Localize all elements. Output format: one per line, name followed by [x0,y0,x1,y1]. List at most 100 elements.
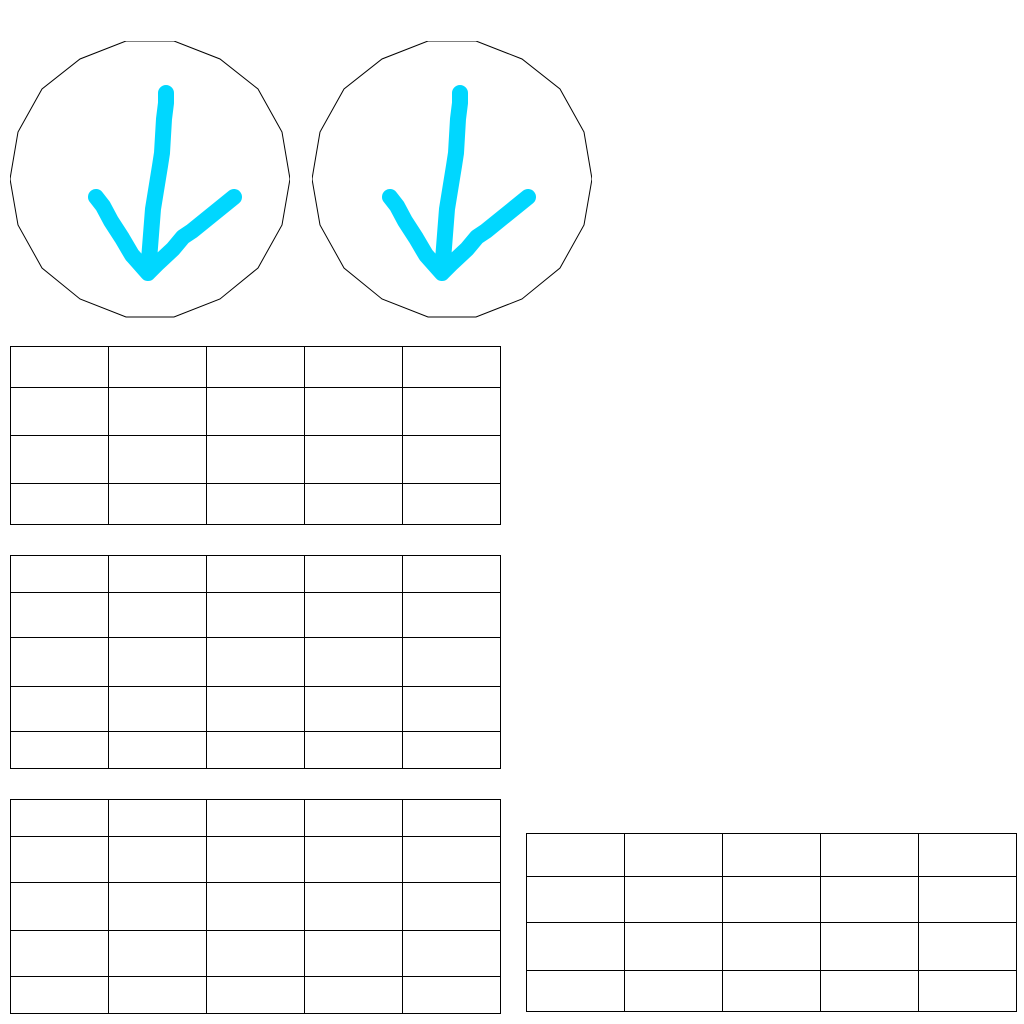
table-cell[interactable] [206,799,305,837]
table-cell[interactable] [206,387,305,436]
table-cell[interactable] [304,930,403,977]
table-cell[interactable] [402,799,501,837]
table-cell[interactable] [304,592,403,638]
table-cell[interactable] [10,836,109,883]
table-cell[interactable] [108,435,207,484]
arrow-badge-2[interactable] [312,41,592,318]
table-cell[interactable] [108,731,207,769]
table-cell[interactable] [10,731,109,769]
table-cell[interactable] [206,976,305,1014]
table-cell[interactable] [402,387,501,436]
table-cell[interactable] [918,833,1017,877]
table-cell[interactable] [304,731,403,769]
table-cell[interactable] [402,882,501,931]
table-cell[interactable] [10,592,109,638]
table-cell[interactable] [108,483,207,525]
table-cell[interactable] [722,970,821,1012]
table-cell[interactable] [108,387,207,436]
table-cell[interactable] [624,922,723,971]
table-cell[interactable] [402,346,501,388]
arrow-down-icon [10,41,290,318]
table-cell[interactable] [526,922,625,971]
table-cell[interactable] [402,731,501,769]
table-cell[interactable] [624,876,723,923]
empty-table-3 [10,799,501,1014]
table-cell[interactable] [526,970,625,1012]
table-cell[interactable] [206,637,305,687]
table-cell[interactable] [10,882,109,931]
table-cell[interactable] [304,976,403,1014]
table-cell[interactable] [206,483,305,525]
empty-table-2 [10,555,501,769]
table-cell[interactable] [820,833,919,877]
table-cell[interactable] [206,686,305,732]
table-cell[interactable] [108,346,207,388]
table-cell[interactable] [10,930,109,977]
table-cell[interactable] [206,930,305,977]
table-cell[interactable] [10,686,109,732]
table-cell[interactable] [304,836,403,883]
table-cell[interactable] [624,970,723,1012]
table-cell[interactable] [918,970,1017,1012]
table-cell[interactable] [304,555,403,593]
table-cell[interactable] [10,555,109,593]
table-cell[interactable] [402,836,501,883]
table-cell[interactable] [526,833,625,877]
table-cell[interactable] [624,833,723,877]
table-cell[interactable] [10,435,109,484]
table-cell[interactable] [206,731,305,769]
table-cell[interactable] [10,483,109,525]
empty-table-4 [526,833,1017,1012]
table-cell[interactable] [402,435,501,484]
table-cell[interactable] [108,686,207,732]
table-cell[interactable] [206,836,305,883]
table-cell[interactable] [108,836,207,883]
table-cell[interactable] [304,882,403,931]
table-cell[interactable] [10,346,109,388]
table-cell[interactable] [722,833,821,877]
table-cell[interactable] [402,555,501,593]
table-cell[interactable] [206,435,305,484]
table-cell[interactable] [10,637,109,687]
table-cell[interactable] [402,592,501,638]
table-cell[interactable] [108,555,207,593]
table-cell[interactable] [108,930,207,977]
table-cell[interactable] [206,346,305,388]
table-row [10,435,501,484]
table-row [10,555,501,593]
table-cell[interactable] [108,592,207,638]
table-cell[interactable] [108,637,207,687]
table-cell[interactable] [402,686,501,732]
table-cell[interactable] [304,435,403,484]
table-cell[interactable] [402,930,501,977]
table-cell[interactable] [304,686,403,732]
table-cell[interactable] [722,922,821,971]
table-cell[interactable] [206,592,305,638]
table-cell[interactable] [918,876,1017,923]
table-cell[interactable] [304,483,403,525]
table-row [10,836,501,883]
table-cell[interactable] [526,876,625,923]
table-cell[interactable] [10,387,109,436]
table-cell[interactable] [918,922,1017,971]
table-cell[interactable] [722,876,821,923]
table-cell[interactable] [10,799,109,837]
table-cell[interactable] [206,555,305,593]
table-cell[interactable] [402,483,501,525]
table-cell[interactable] [820,876,919,923]
table-cell[interactable] [820,970,919,1012]
table-cell[interactable] [108,799,207,837]
table-cell[interactable] [820,922,919,971]
table-row [10,882,501,931]
table-cell[interactable] [108,882,207,931]
table-cell[interactable] [10,976,109,1014]
table-cell[interactable] [304,799,403,837]
table-cell[interactable] [108,976,207,1014]
table-cell[interactable] [206,882,305,931]
table-cell[interactable] [304,346,403,388]
table-cell[interactable] [304,637,403,687]
table-cell[interactable] [402,637,501,687]
table-cell[interactable] [304,387,403,436]
arrow-badge-1[interactable] [10,41,290,318]
table-cell[interactable] [402,976,501,1014]
